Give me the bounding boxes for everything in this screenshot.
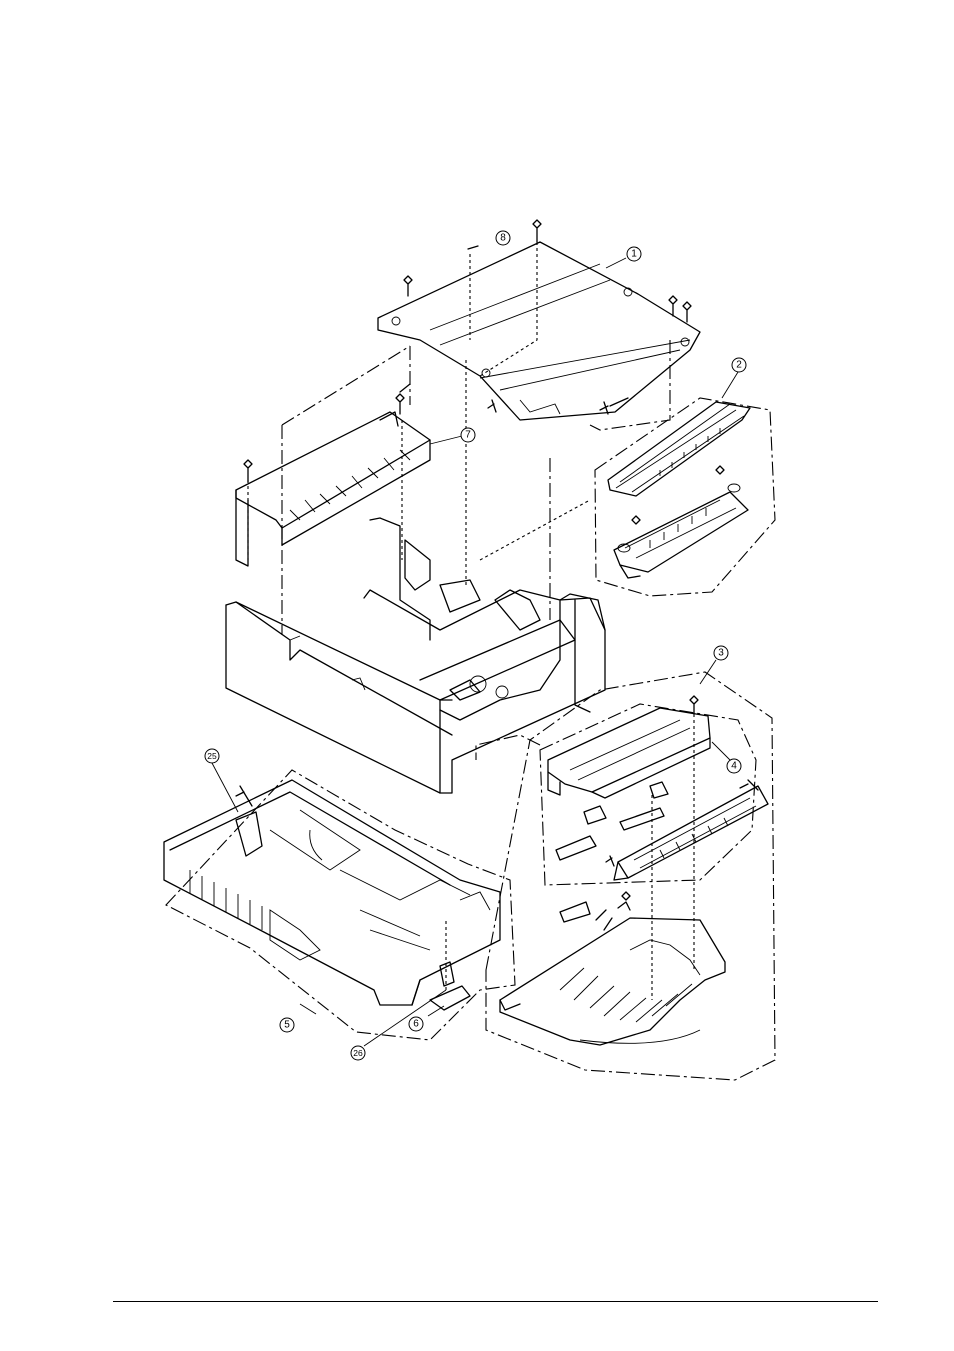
svg-text:26: 26 bbox=[353, 1048, 363, 1058]
paper-cassette bbox=[164, 780, 500, 1005]
callout-4: 4 bbox=[727, 759, 741, 773]
callout-3: 3 bbox=[714, 646, 728, 660]
callout-8: 8 bbox=[496, 231, 510, 245]
svg-text:2: 2 bbox=[736, 360, 742, 371]
footer-rule bbox=[113, 1301, 878, 1302]
ribbed-bracket bbox=[236, 384, 430, 566]
callout-2: 2 bbox=[732, 358, 746, 372]
main-frame bbox=[226, 518, 605, 793]
guide-assembly-boundary bbox=[595, 398, 775, 596]
guide-assembly bbox=[608, 402, 750, 578]
svg-text:8: 8 bbox=[500, 233, 506, 244]
top-cover-plate bbox=[378, 220, 700, 420]
callout-1: 1 bbox=[627, 247, 641, 261]
callout-6: 6 bbox=[409, 1017, 423, 1031]
callout-25: 25 bbox=[205, 749, 219, 763]
svg-text:7: 7 bbox=[465, 430, 471, 441]
svg-text:1: 1 bbox=[631, 249, 637, 260]
svg-text:5: 5 bbox=[284, 1020, 290, 1031]
rear-unit bbox=[500, 696, 768, 1045]
svg-text:4: 4 bbox=[731, 761, 737, 772]
svg-text:25: 25 bbox=[207, 751, 217, 761]
svg-text:6: 6 bbox=[413, 1019, 419, 1030]
callout-26: 26 bbox=[351, 1046, 365, 1060]
svg-text:3: 3 bbox=[718, 648, 724, 659]
callout-7: 7 bbox=[461, 428, 475, 442]
callout-5: 5 bbox=[280, 1018, 294, 1032]
